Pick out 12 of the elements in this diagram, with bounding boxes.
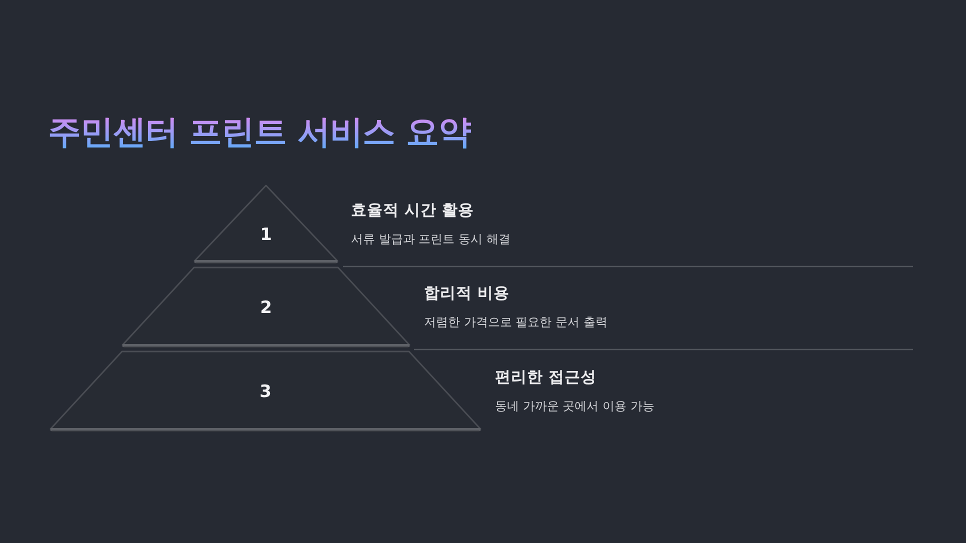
tier-number: 2 xyxy=(260,297,272,319)
tier-number: 1 xyxy=(260,224,272,246)
tier-heading: 편리한 접근성 xyxy=(495,367,596,387)
tier-description: 동네 가까운 곳에서 이용 가능 xyxy=(495,398,654,414)
pyramid-base-tier xyxy=(49,350,482,432)
tier-description: 서류 발급과 프린트 동시 해결 xyxy=(351,231,510,247)
tier-heading: 합리적 비용 xyxy=(424,283,510,303)
pyramid-top-tier xyxy=(193,184,339,264)
pyramid-middle-tier xyxy=(121,266,411,348)
tier-heading: 효율적 시간 활용 xyxy=(351,200,474,220)
tier-description: 저렴한 가격으로 필요한 문서 출력 xyxy=(424,314,608,330)
tier-number: 3 xyxy=(260,381,272,403)
